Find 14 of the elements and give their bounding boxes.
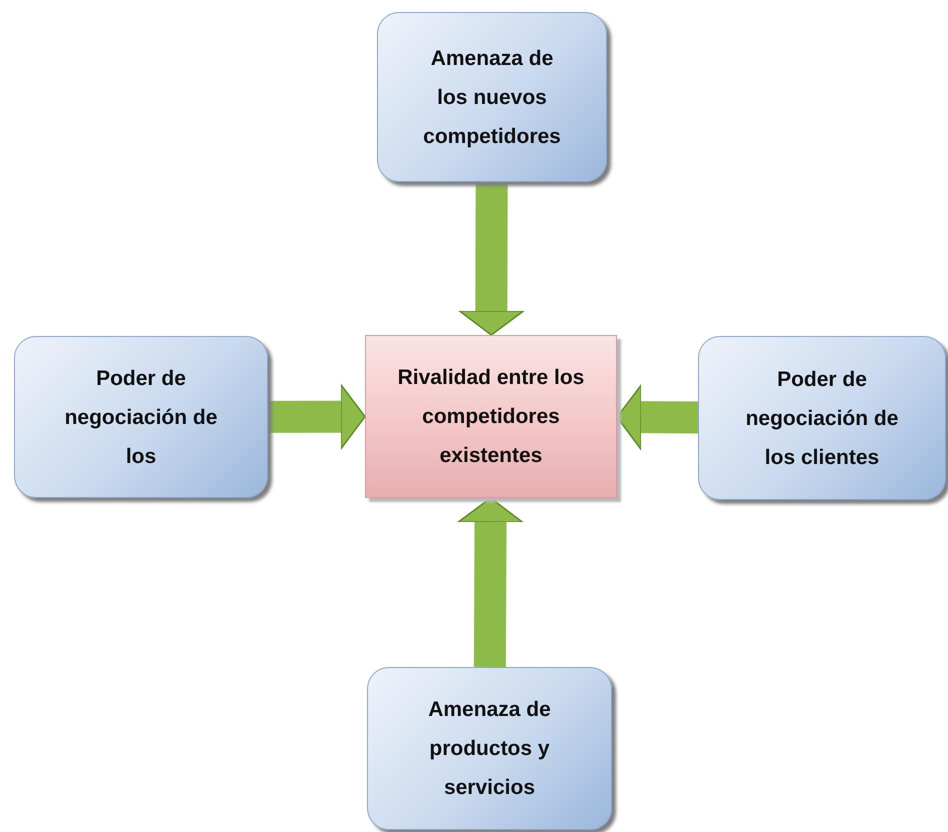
node-label: Amenaza de los nuevos competidores — [422, 46, 562, 150]
block-arrow — [458, 497, 524, 668]
force-box — [698, 336, 946, 500]
block-arrow — [616, 384, 698, 450]
force-box — [377, 12, 607, 182]
force-box — [14, 336, 268, 498]
force-box — [367, 667, 612, 830]
node-label: Poder de negociación de los clientes — [744, 366, 900, 470]
center-box — [365, 335, 617, 498]
block-arrow — [458, 182, 524, 336]
block-arrow — [268, 384, 366, 450]
node-label: Poder de negociación de los — [64, 366, 218, 470]
node-label: Rivalidad entre los competidores existentes — [396, 365, 586, 469]
node-label: Amenaza de productos y servicios — [427, 697, 552, 801]
